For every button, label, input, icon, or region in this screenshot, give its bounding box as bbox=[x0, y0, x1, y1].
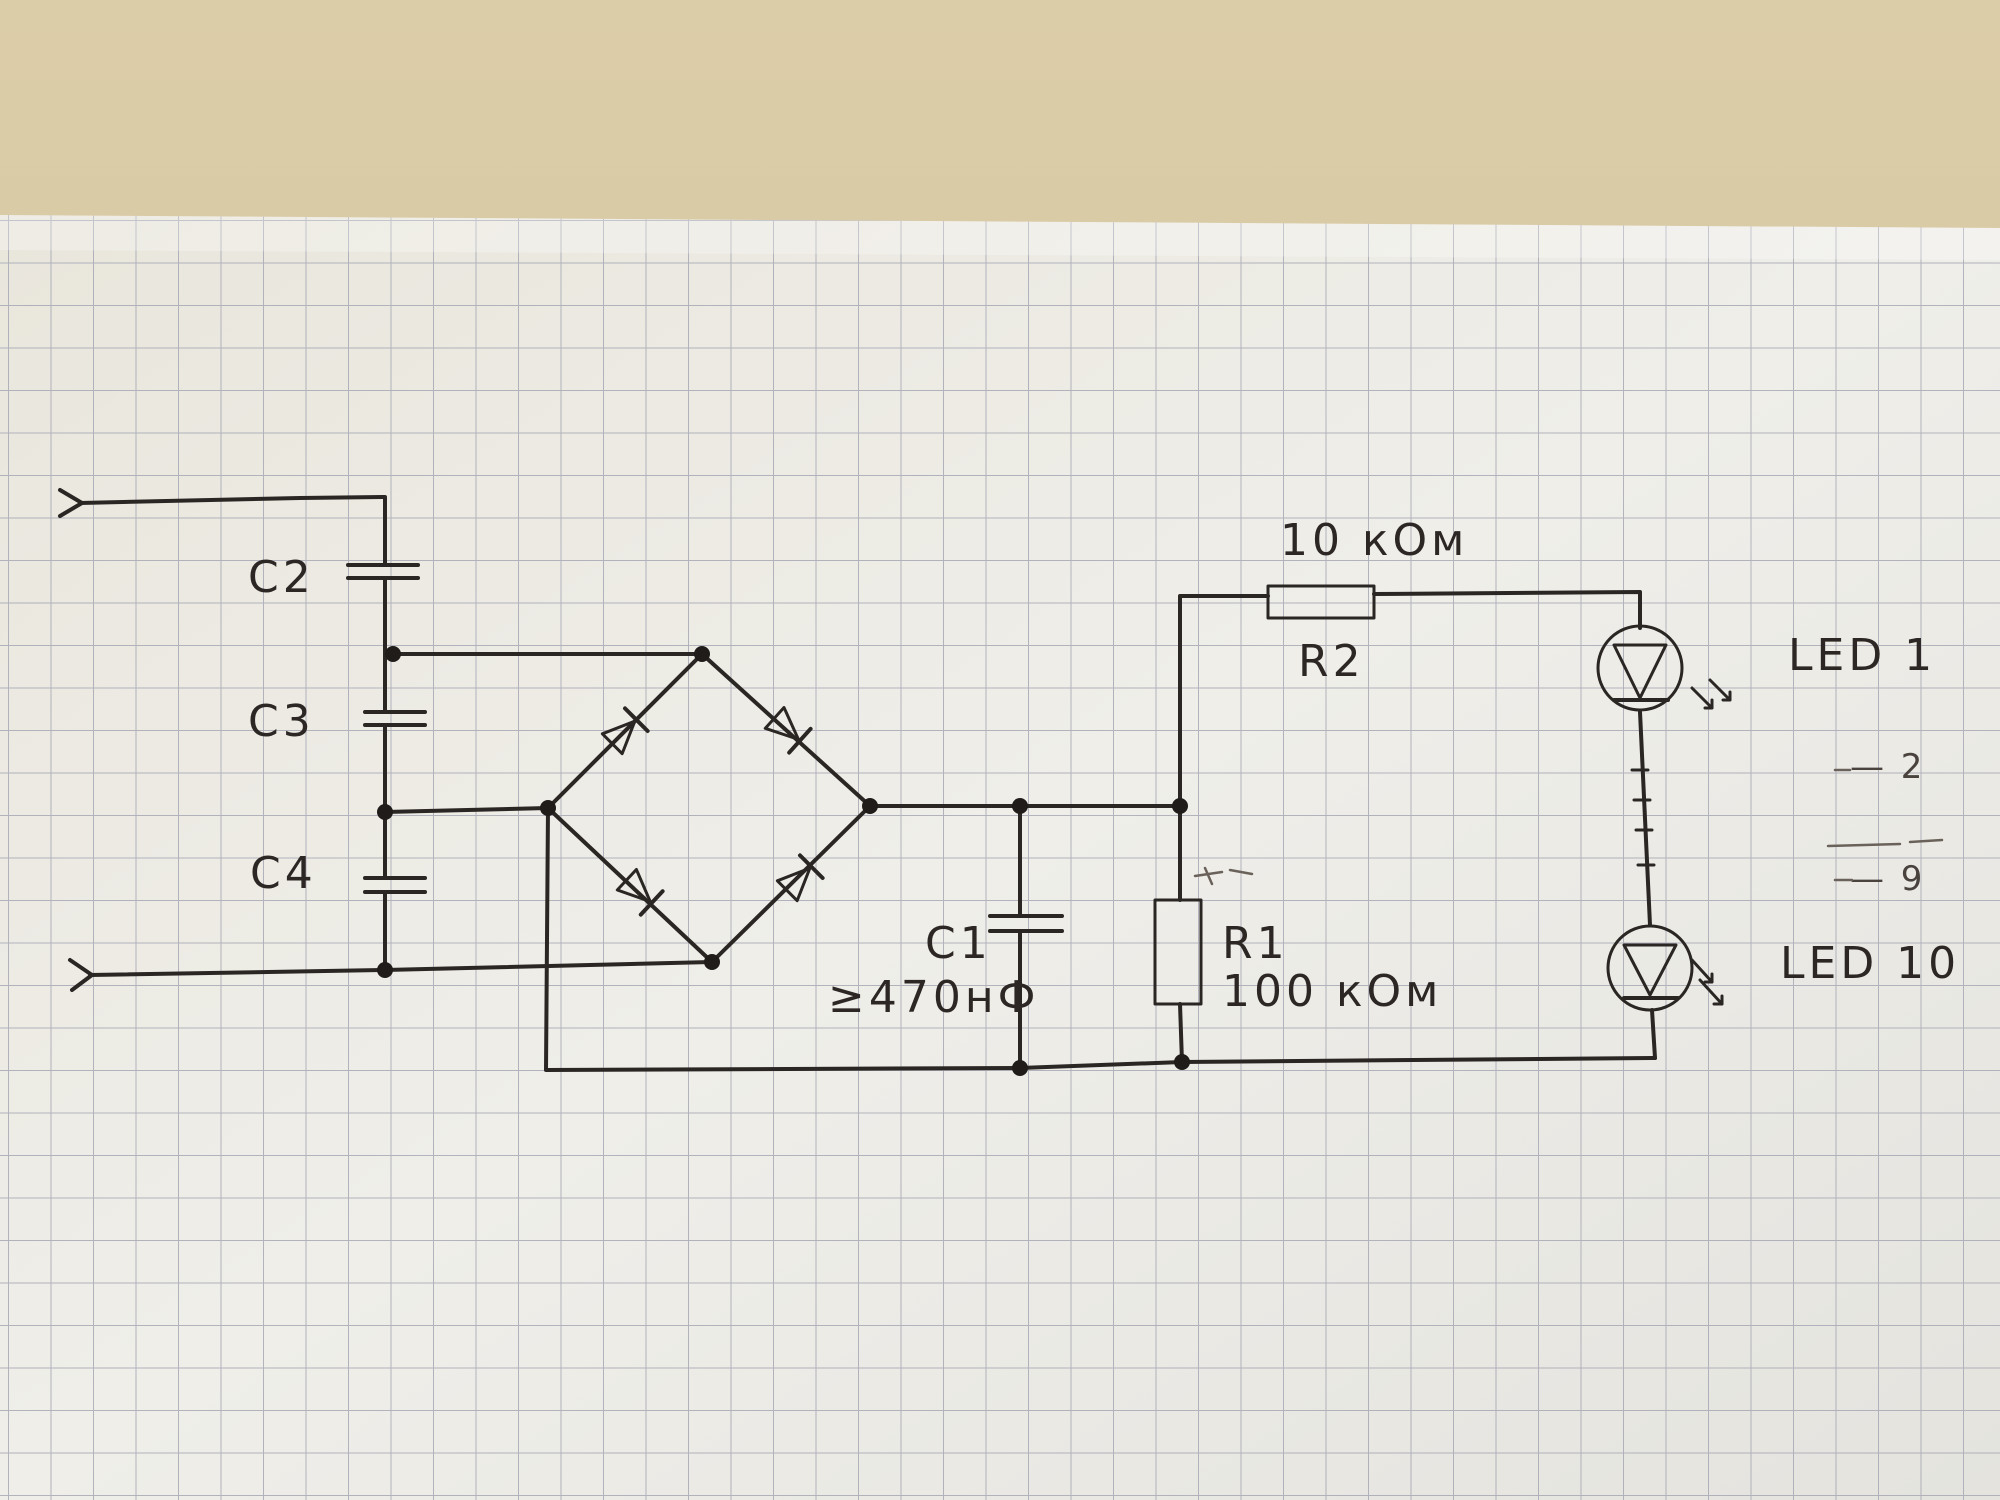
led-1 bbox=[1596, 624, 1732, 712]
diode-d4 bbox=[775, 853, 825, 903]
label-c1-value: ≥470нФ bbox=[828, 972, 1040, 1023]
label-led-9: — 9 bbox=[1850, 859, 1925, 899]
label-c2: C2 bbox=[248, 552, 315, 603]
wire-led-chain bbox=[1638, 710, 1652, 927]
label-c3: C3 bbox=[248, 696, 315, 747]
label-r2: R2 bbox=[1298, 636, 1365, 687]
capacitor-c2 bbox=[346, 563, 420, 654]
label-c4: C4 bbox=[250, 848, 317, 899]
led-chain-ticks bbox=[1630, 768, 1656, 867]
diode-d3 bbox=[615, 867, 665, 917]
label-led-2: — 2 bbox=[1850, 747, 1925, 787]
paper-grid bbox=[0, 215, 2000, 1500]
resistor-r2 bbox=[1178, 584, 1642, 808]
label-led10: LED 10 bbox=[1780, 938, 1960, 989]
capacitor-c3 bbox=[363, 650, 427, 814]
wire-to-bridge-left bbox=[383, 806, 550, 814]
wire-led-return bbox=[1650, 1008, 1657, 1060]
scribble-mark bbox=[1193, 866, 1254, 886]
capacitor-c4 bbox=[363, 810, 427, 972]
label-r2-value: 10 кОм bbox=[1280, 515, 1468, 566]
capacitor-c1 bbox=[988, 804, 1064, 1070]
input-terminal-top bbox=[58, 488, 387, 567]
label-r1-value: 100 кОм bbox=[1222, 966, 1442, 1017]
junction-nodes bbox=[377, 646, 1190, 1076]
label-r1: R1 bbox=[1222, 918, 1289, 969]
diode-bridge bbox=[546, 652, 872, 964]
ditto-marks bbox=[1826, 768, 1944, 882]
label-led1: LED 1 bbox=[1788, 630, 1936, 681]
resistor-r1 bbox=[1153, 804, 1203, 1064]
diode-d1 bbox=[600, 706, 650, 756]
diode-d2 bbox=[763, 706, 813, 755]
label-c1: C1 bbox=[925, 918, 992, 969]
